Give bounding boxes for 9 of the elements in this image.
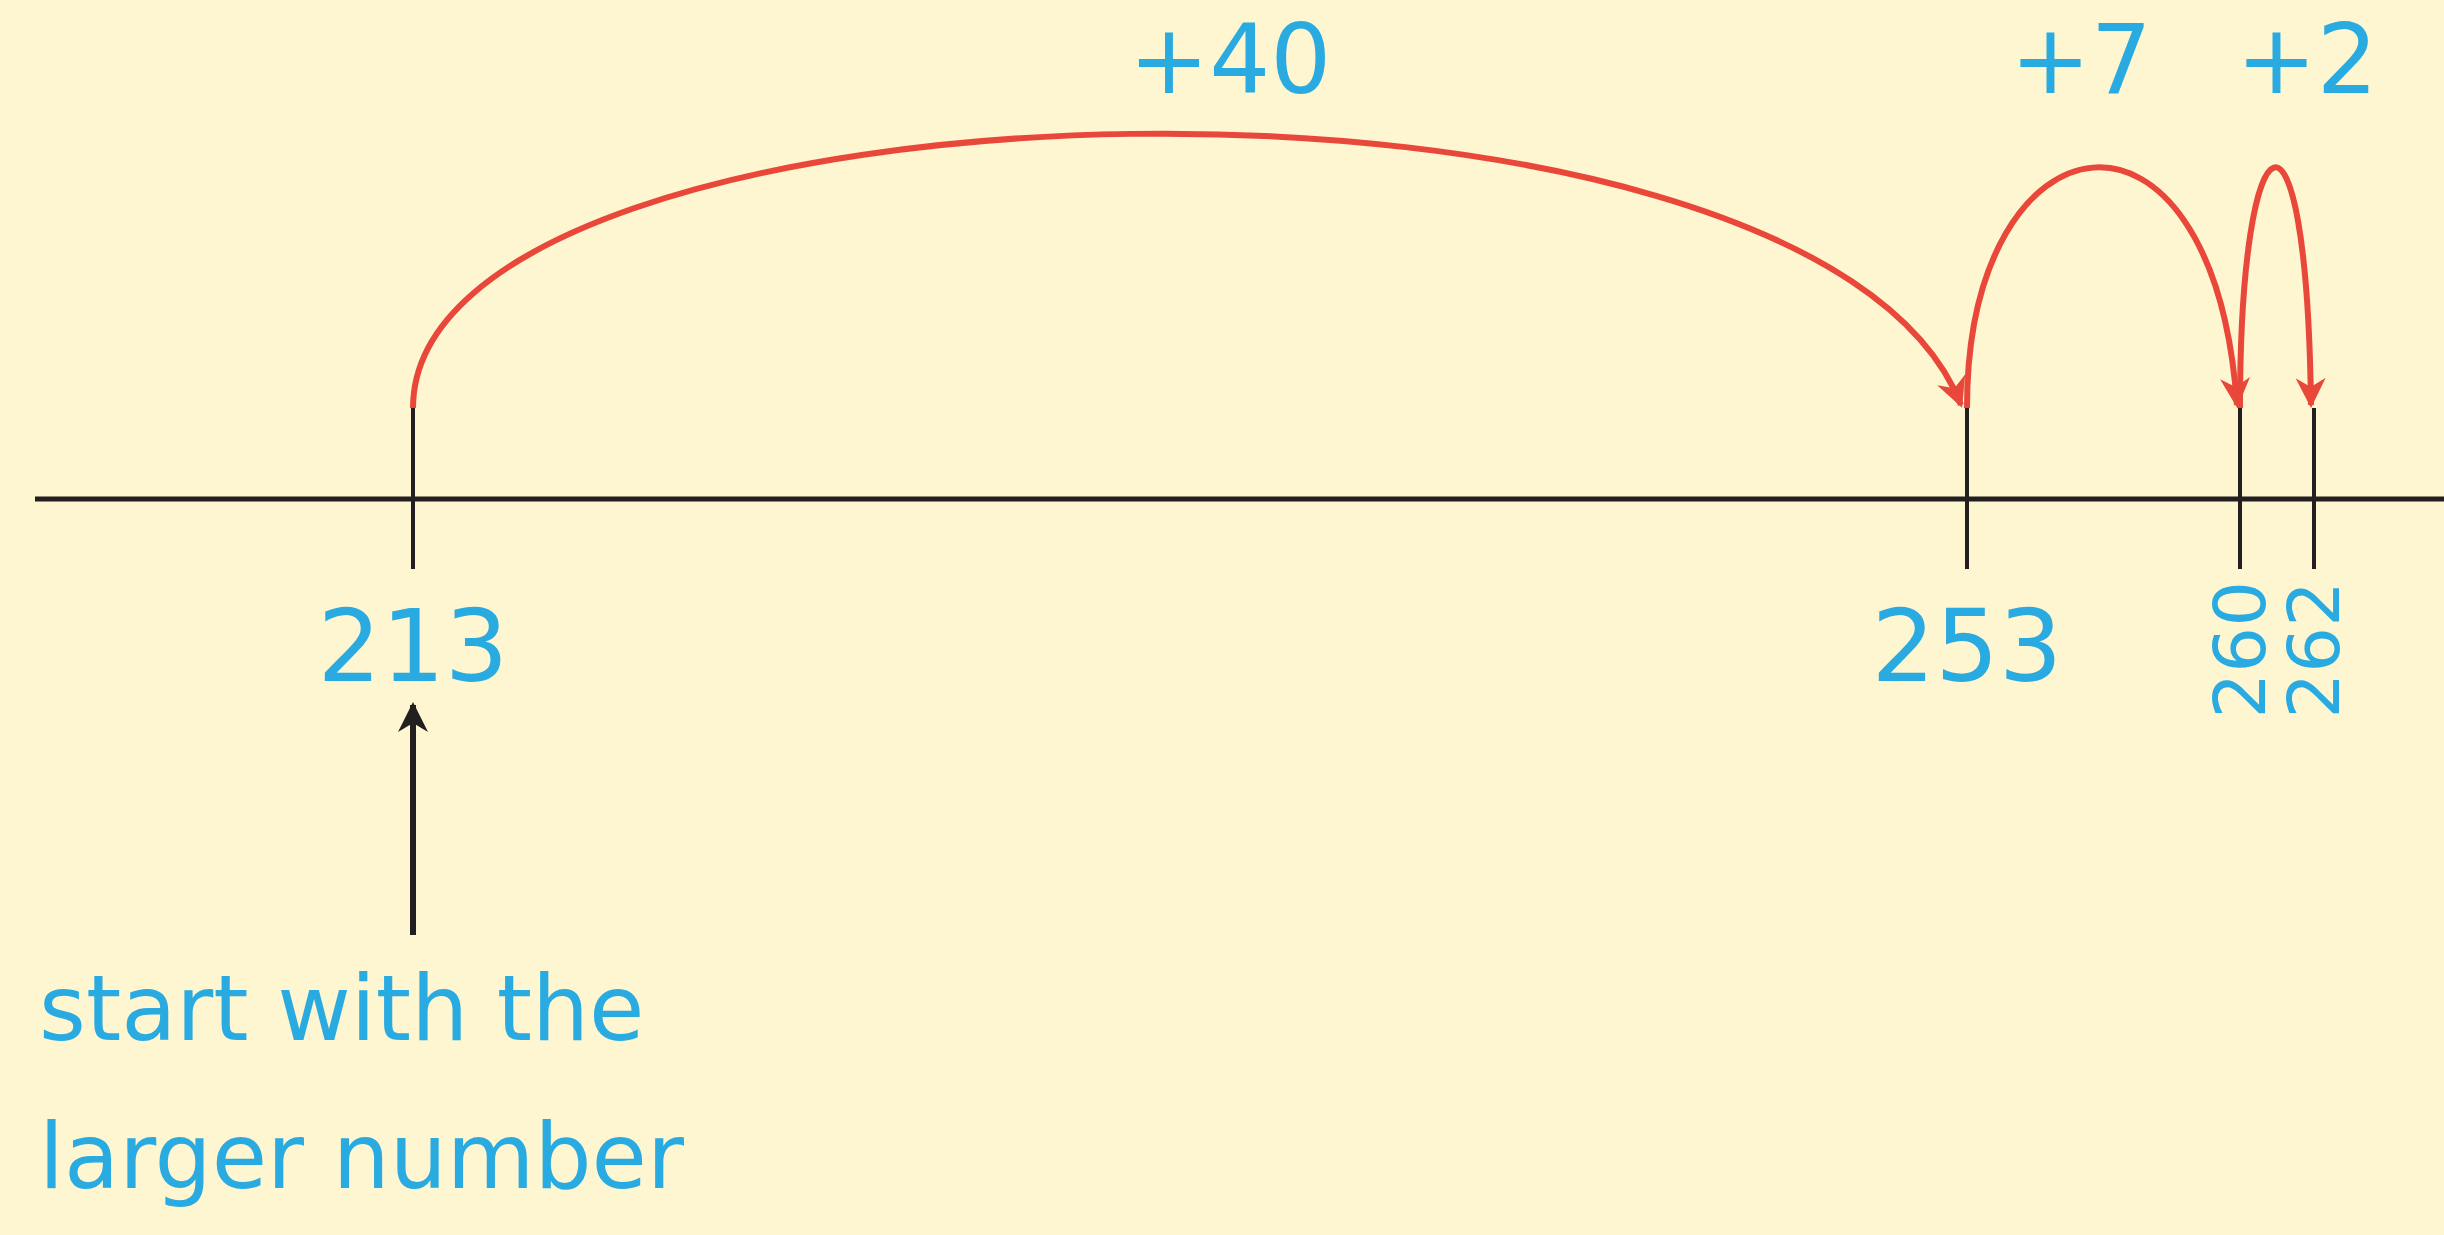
arrow (398, 702, 428, 935)
jump-arrow (410, 130, 1964, 409)
jump-arrow (1964, 164, 2249, 409)
annotation-text: start with the larger number (39, 935, 799, 1231)
tick-label: 262 (2280, 581, 2348, 719)
tick-label: 213 (317, 597, 509, 697)
tick-label: 253 (1871, 597, 2063, 697)
tick-label: 260 (2206, 581, 2274, 719)
jump-arrow (2237, 165, 2326, 409)
